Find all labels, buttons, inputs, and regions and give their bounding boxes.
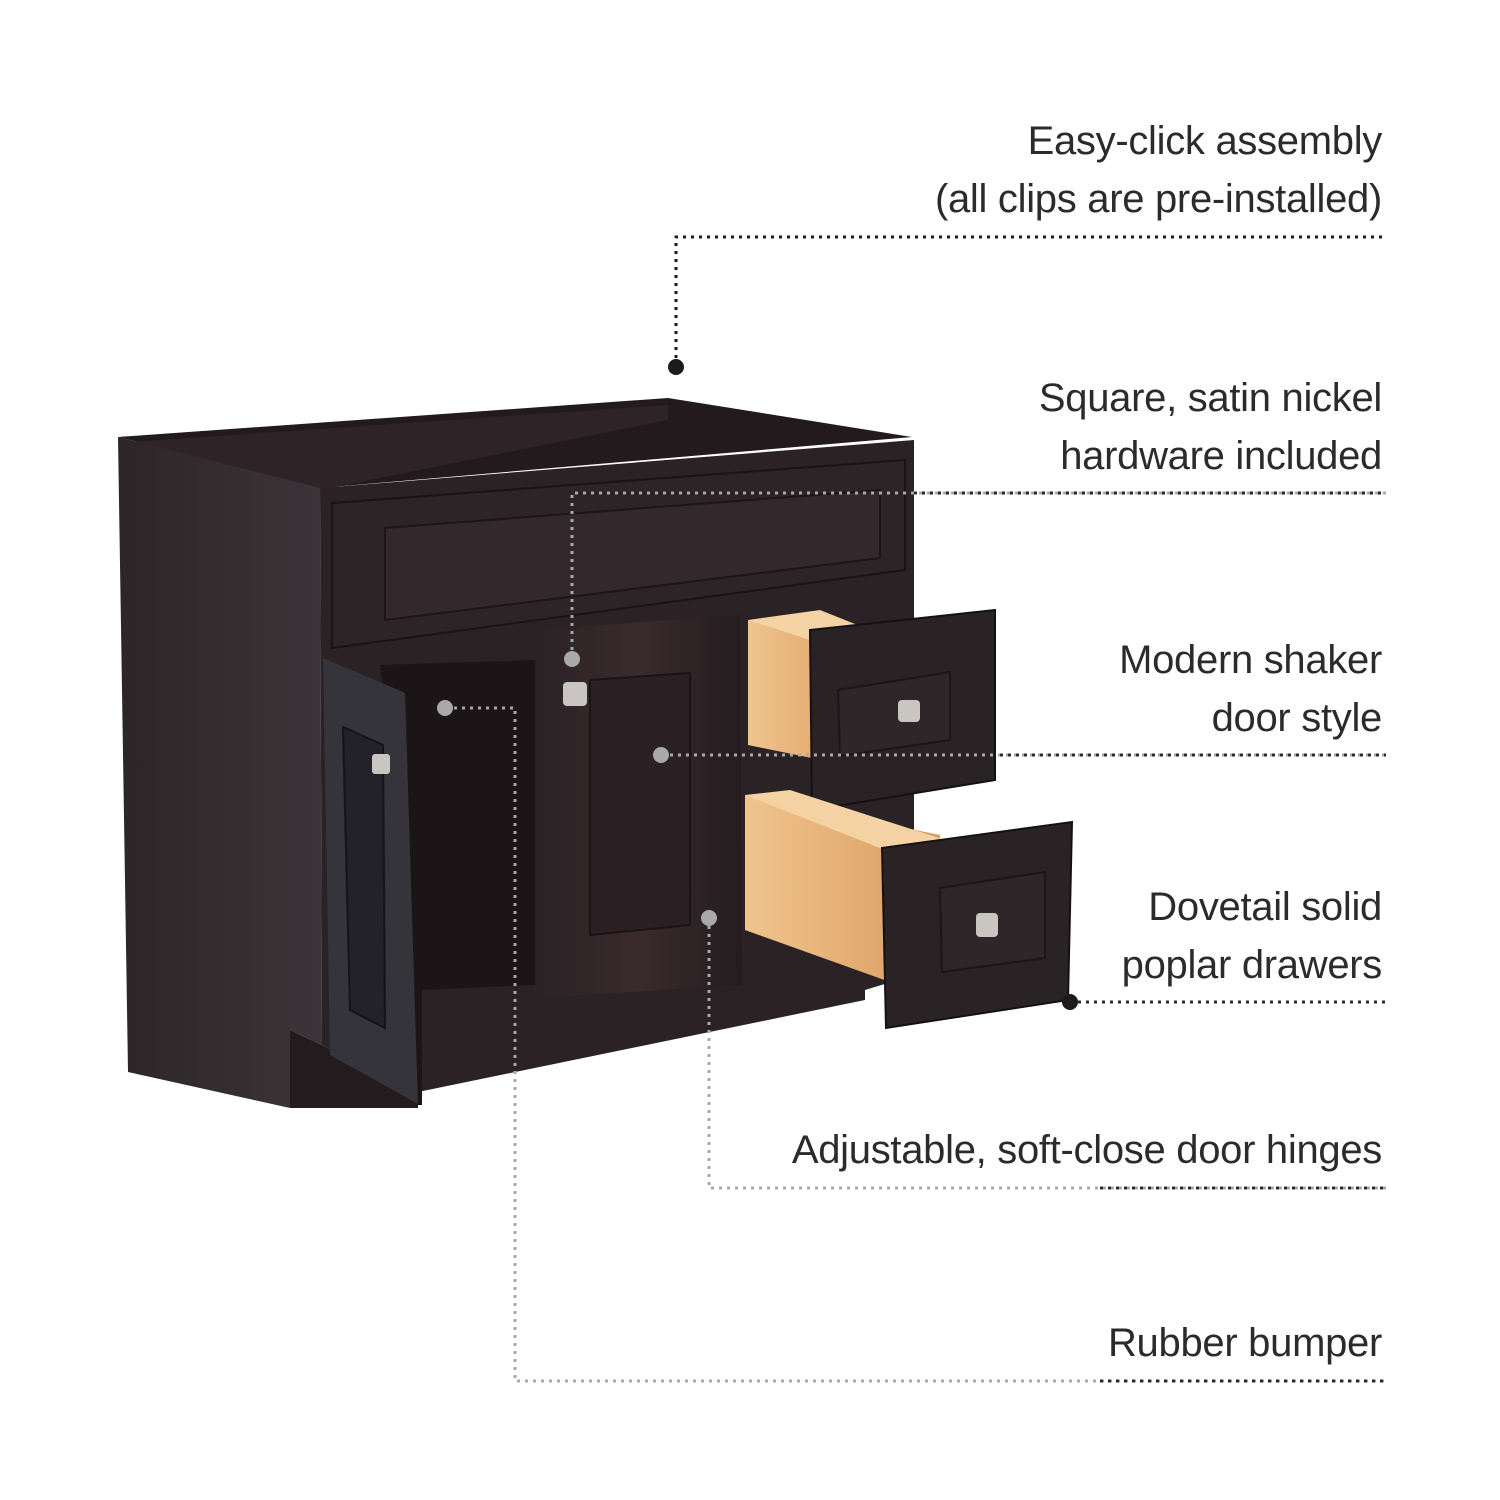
callout-line: Square, satin nickel [1038, 376, 1382, 420]
leader-dovetail [1062, 994, 1386, 1010]
upper-drawer [748, 608, 996, 812]
callout-hardware: Square, satin nickel hardware included [1039, 369, 1382, 485]
callout-bumper: Rubber bumper [1108, 1314, 1382, 1372]
leader-dot-light [653, 747, 669, 763]
false-drawer-front [331, 458, 906, 650]
callout-line: Adjustable, soft-close door hinges [791, 1128, 1382, 1172]
drawer-knob-lower [976, 913, 998, 937]
leader-dot-dark [1062, 994, 1078, 1010]
leader-dot-light [437, 700, 453, 716]
door-knob-left [372, 754, 390, 774]
door-knob-center [563, 682, 587, 706]
leader-easy-click [668, 235, 1386, 375]
callout-line: Easy-click assembly [1027, 119, 1383, 163]
left-door-open [323, 658, 535, 1105]
callout-line: hardware included [1060, 434, 1382, 478]
leader-dot-light [564, 651, 580, 667]
center-door [535, 615, 742, 998]
callout-dovetail: Dovetail solid poplar drawers [1121, 878, 1383, 994]
leader-dot-dark [668, 359, 684, 375]
callout-line: poplar drawers [1121, 943, 1383, 987]
callout-line: Dovetail solid [1148, 885, 1382, 929]
callout-easy-click: Easy-click assembly (all clips are pre-i… [935, 112, 1382, 228]
callout-line: Modern shaker [1119, 638, 1382, 682]
leader-hardware [564, 491, 1386, 667]
leader-dot-light [701, 910, 717, 926]
drawer-knob-upper [898, 700, 920, 722]
callout-shaker: Modern shaker door style [1119, 631, 1382, 747]
callout-line: door style [1211, 696, 1383, 740]
callout-line: Rubber bumper [1107, 1321, 1382, 1365]
callout-hinges: Adjustable, soft-close door hinges [792, 1121, 1382, 1179]
callout-line: (all clips are pre-installed) [934, 177, 1382, 221]
leader-hinges [701, 910, 1386, 1190]
leader-bumper [437, 700, 1386, 1383]
leader-shaker [653, 747, 1386, 763]
lower-drawer [745, 790, 1074, 1030]
